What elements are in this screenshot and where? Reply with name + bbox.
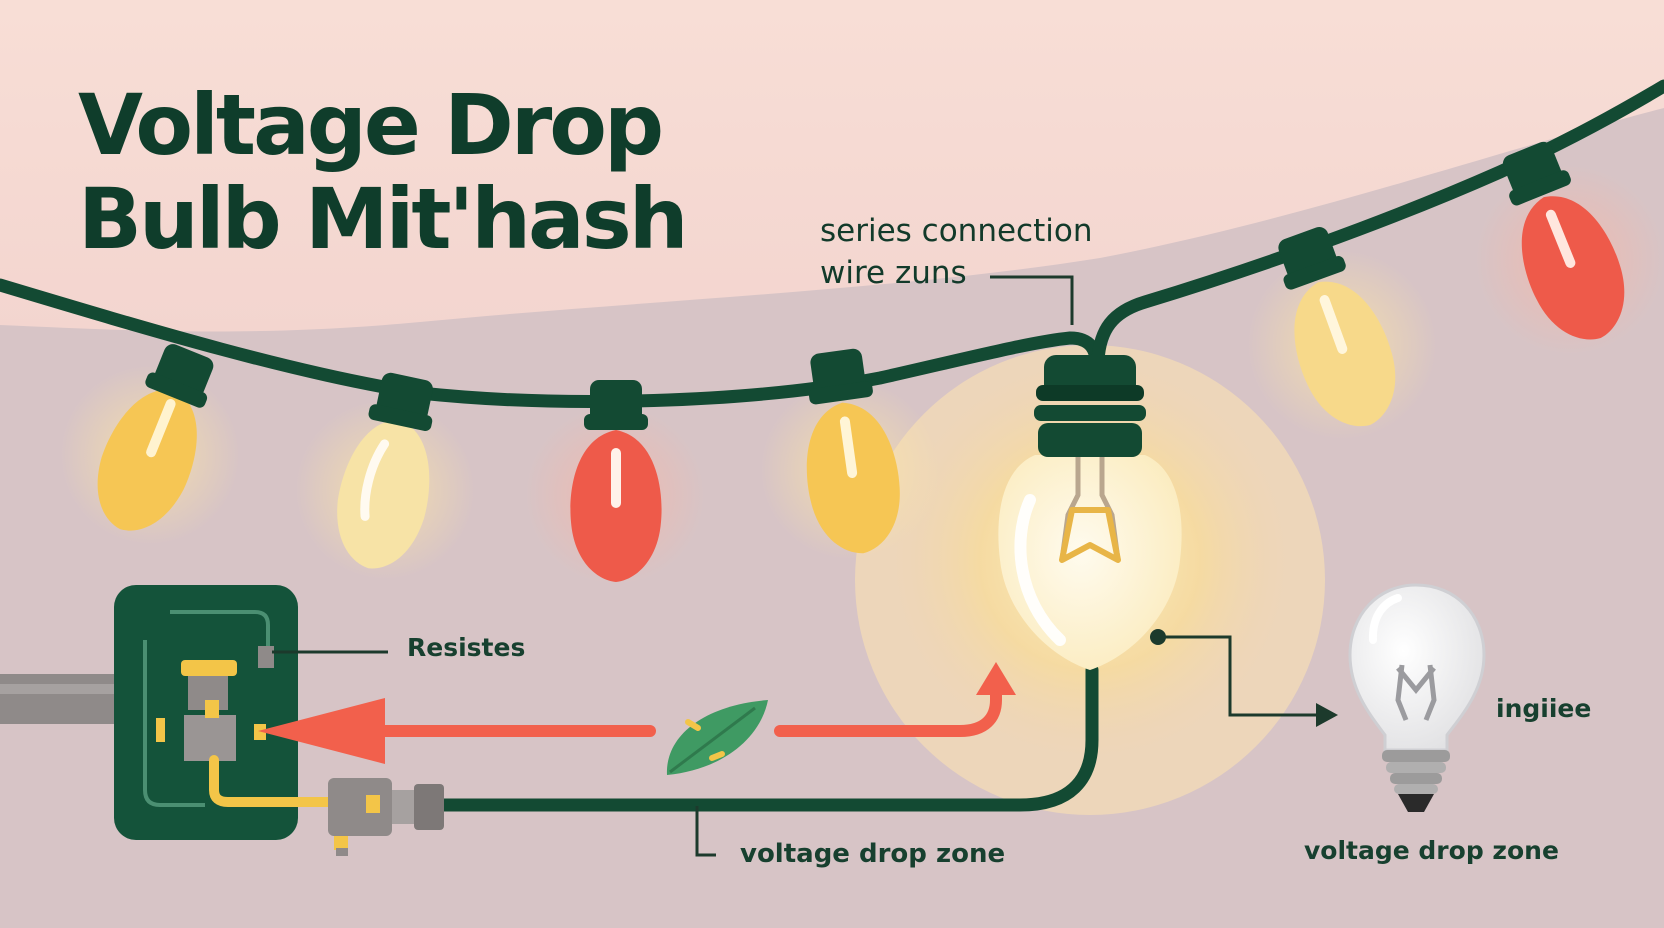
series-label-line-1: series connection: [820, 213, 1093, 249]
title-line-2: Bulb Mit'hash: [78, 170, 689, 268]
background-upper: [0, 0, 1664, 332]
string-light-bulb-3: [570, 380, 662, 582]
unlit-bulb-icon: [1348, 583, 1486, 812]
string-light-bulb-2: [337, 372, 433, 569]
plug-icon: [328, 778, 444, 856]
string-wire-right: [1091, 79, 1664, 367]
page-title: Voltage Drop Bulb Mit'hash: [78, 76, 689, 268]
voltage-drop-zone-label-1: voltage drop zone: [740, 839, 1006, 869]
string-wire-left: [0, 278, 1103, 408]
series-label-line-2: wire zuns: [820, 255, 967, 291]
large-glowing-bulb: [998, 355, 1182, 670]
string-light-bulb-5: [1278, 227, 1396, 427]
series-connection-label: series connection wire zuns: [820, 210, 1092, 294]
resistes-label: Resistes: [407, 633, 526, 662]
lower-wire: [433, 663, 1099, 812]
resistor-box-icon: [0, 585, 335, 840]
leader-lines: [272, 275, 1338, 857]
voltage-drop-zone-label-2: voltage drop zone: [1304, 836, 1559, 865]
string-light-bulb-4: [806, 348, 900, 554]
leaf-icon: [666, 700, 768, 775]
title-line-1: Voltage Drop: [78, 76, 664, 174]
arrow-icon: [258, 662, 1016, 764]
ingiiee-label: ingiiee: [1496, 694, 1592, 723]
string-light-bulb-1: [97, 344, 214, 531]
string-light-bulb-6: [1502, 141, 1625, 340]
